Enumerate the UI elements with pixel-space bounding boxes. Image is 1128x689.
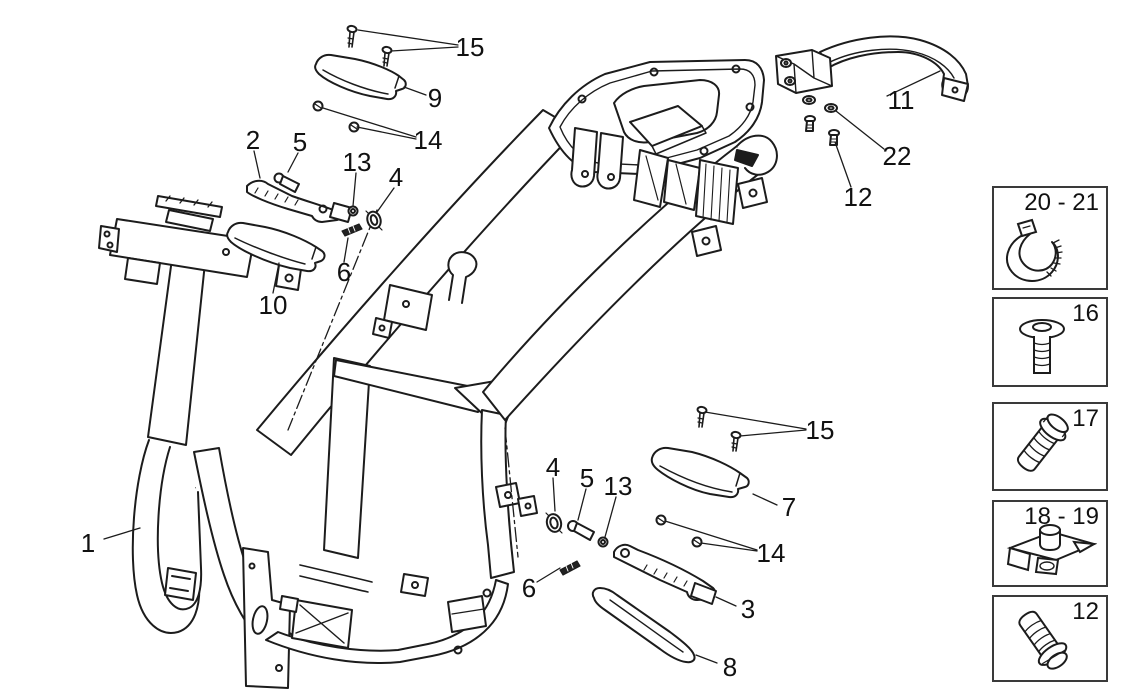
callout-14-top: 14: [413, 125, 443, 155]
callout-11: 11: [887, 85, 915, 115]
callout-15-top: 15: [455, 32, 485, 62]
part-2-bracket: [246, 179, 353, 223]
part-4-grommet-bottom: [545, 512, 563, 534]
callout-7: 7: [781, 492, 797, 522]
part-14-screws-top: [312, 100, 360, 133]
dome-head-screw-icon: [1019, 319, 1065, 374]
callout-22: 22: [882, 141, 912, 171]
part-7-rail-pad: [650, 446, 750, 499]
callout-14-bottom: 14: [756, 538, 786, 568]
flanged-screw-icon: [1018, 610, 1068, 670]
legend-label-18-19: 18 - 19: [1024, 503, 1099, 530]
callout-6-bottom: 6: [521, 573, 537, 603]
callout-4-top: 4: [388, 162, 404, 192]
frame-floor-loop: [131, 439, 294, 656]
frame-backbone-tube: [256, 109, 578, 456]
callout-15-bottom: 15: [805, 415, 835, 445]
cable-tie-icon: [1006, 218, 1063, 282]
legend-label-12: 12: [1072, 598, 1099, 625]
part-11-bracket: [775, 35, 969, 102]
part-6-pin-top: [341, 223, 363, 237]
callout-13-top: 13: [342, 147, 372, 177]
legend-box-16: 16: [992, 297, 1108, 387]
legend-box-18-19: 18 - 19: [992, 500, 1108, 587]
part-10-rail-pad: [226, 221, 326, 273]
part-14-screws-bottom: [655, 514, 703, 548]
frame-seat-loop: [323, 357, 538, 579]
legend-label-17: 17: [1072, 405, 1099, 432]
callout-3: 3: [740, 594, 756, 624]
callout-12: 12: [843, 182, 873, 212]
legend-label-20-21: 20 - 21: [1024, 189, 1099, 216]
callout-10: 10: [258, 290, 288, 320]
frame-floor-plates: [242, 547, 509, 689]
part-3-bracket: [613, 543, 717, 605]
legend-box-17: 17: [992, 402, 1108, 491]
frame-steering-column: [98, 195, 302, 446]
part-12-screws: [804, 115, 840, 146]
callout-5-top: 5: [292, 127, 308, 157]
part-5-pin-bottom: [567, 520, 595, 541]
callout-6-top: 6: [336, 257, 352, 287]
part-8-strip: [591, 587, 696, 664]
frame-top-platform: [548, 59, 765, 225]
legend-label-16: 16: [1072, 300, 1099, 327]
callout-1: 1: [80, 528, 96, 558]
legend-box-20-21: 20 - 21: [992, 186, 1108, 290]
part-6-pin-bottom: [559, 560, 581, 576]
part-22-washers: [802, 95, 838, 113]
part-13-washer-bottom: [597, 536, 609, 548]
callout-9: 9: [427, 83, 443, 113]
clip-nut-icon: [1006, 524, 1098, 576]
legend-box-12: 12: [992, 595, 1108, 682]
part-5-pin-top: [273, 172, 300, 193]
callout-2: 2: [245, 125, 261, 155]
part-9-rail-pad: [314, 53, 407, 101]
flanged-screw-icon: [1016, 413, 1069, 472]
callout-8: 8: [722, 652, 738, 682]
part-13-washer-top: [347, 205, 359, 217]
frame-rear-tube: [482, 134, 778, 421]
callout-4-bottom: 4: [545, 452, 561, 482]
leader-lines: [103, 29, 941, 664]
callout-13-bottom: 13: [603, 471, 633, 501]
callout-5-bottom: 5: [579, 463, 595, 493]
part-4-grommet-top: [365, 210, 383, 231]
part-15-screws-bottom: [696, 405, 742, 452]
assembly-axis-lines: [287, 209, 519, 558]
